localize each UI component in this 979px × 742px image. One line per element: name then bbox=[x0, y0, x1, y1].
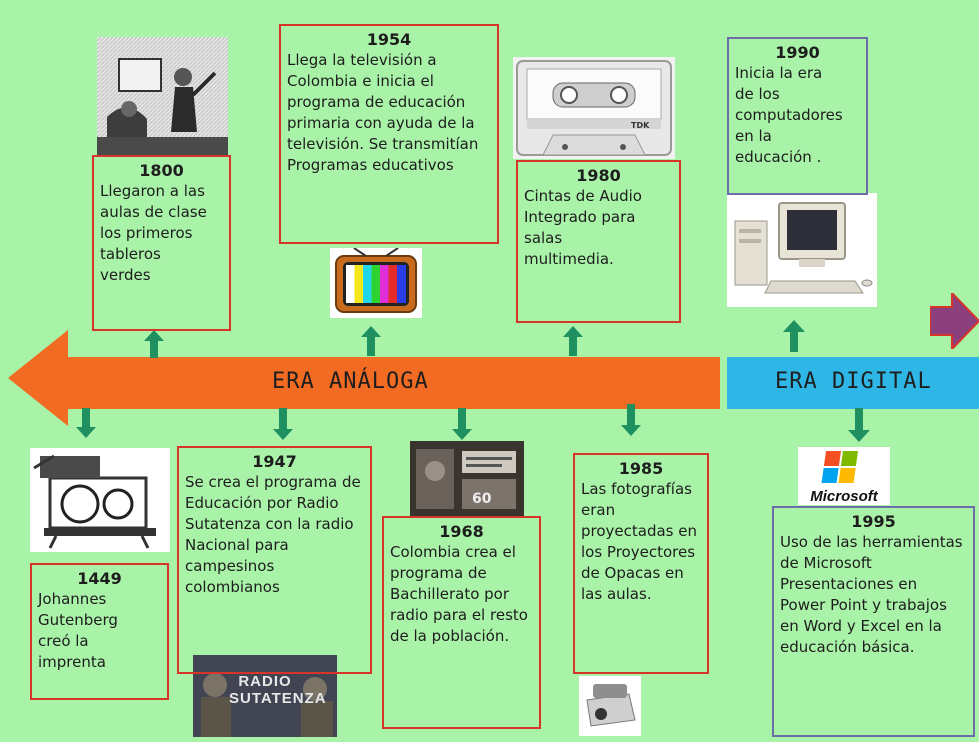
event-1980: 1980 Cintas de Audio Integrado para sala… bbox=[516, 160, 681, 323]
microsoft-logo: Microsoft bbox=[798, 447, 890, 505]
event-year: 1954 bbox=[366, 30, 412, 49]
event-text: Llegaron a las aulas de clase los primer… bbox=[100, 182, 207, 284]
event-text: Se crea el programa de Educación por Rad… bbox=[185, 473, 361, 596]
event-1985: 1985 Las fotografías eran proyectadas en… bbox=[573, 453, 709, 674]
event-1800: 1800 Llegaron a las aulas de clase los p… bbox=[92, 155, 231, 331]
radio-sutatenza-photo: RADIO SUTATENZA bbox=[193, 655, 337, 737]
printing-press-image bbox=[30, 448, 170, 552]
down-arrow-icon bbox=[621, 404, 641, 436]
microsoft-logo-text: Microsoft bbox=[810, 488, 879, 505]
down-arrow-icon bbox=[273, 408, 293, 440]
digital-era-bar bbox=[727, 357, 979, 409]
event-1995: 1995 Uso de las herramientas de Microsof… bbox=[772, 506, 975, 737]
event-1947: 1947 Se crea el programa de Educación po… bbox=[177, 446, 372, 674]
event-1954: 1954 Llega la televisión a Colombia e in… bbox=[279, 24, 499, 244]
up-arrow-icon bbox=[361, 326, 381, 356]
event-year: 1947 bbox=[252, 452, 297, 471]
up-arrow-icon bbox=[144, 330, 164, 358]
down-arrow-icon bbox=[76, 408, 96, 438]
event-text: Cintas de Audio Integrado para salas mul… bbox=[524, 187, 642, 268]
radio-broadcast-photo: 60 bbox=[410, 441, 524, 517]
digital-era-label: ERA DIGITAL bbox=[775, 369, 932, 394]
classroom-illustration bbox=[97, 37, 228, 155]
television-image bbox=[330, 248, 422, 318]
event-year: 1985 bbox=[618, 459, 664, 478]
down-arrow-icon bbox=[452, 408, 472, 440]
analog-era-label: ERA ANÁLOGA bbox=[272, 369, 429, 394]
event-year: 1800 bbox=[139, 161, 184, 180]
event-1990: 1990 Inicia la era de los computadores e… bbox=[727, 37, 868, 195]
event-text: Las fotografías eran proyectadas en los … bbox=[581, 480, 697, 603]
event-year: 1968 bbox=[439, 522, 484, 541]
up-arrow-icon bbox=[783, 320, 805, 352]
event-year: 1990 bbox=[775, 43, 820, 62]
event-text: Inicia la era de los computadores en la … bbox=[735, 64, 843, 166]
up-arrow-icon bbox=[563, 326, 583, 356]
computer-image bbox=[727, 193, 877, 307]
radio-sutatenza-caption: RADIO SUTATENZA bbox=[229, 673, 327, 707]
event-1449: 1449 Johannes Gutenberg creó la imprenta bbox=[30, 563, 169, 700]
event-year: 1449 bbox=[77, 569, 122, 588]
event-text: Johannes Gutenberg creó la imprenta bbox=[38, 590, 118, 671]
photo-number-label: 60 bbox=[472, 491, 492, 507]
event-1968: 1968 Colombia crea el programa de Bachil… bbox=[382, 516, 541, 729]
cassette-tape-image: TDK bbox=[513, 57, 675, 159]
event-text: Uso de las herramientas de Microsoft Pre… bbox=[780, 533, 963, 656]
cassette-brand-label: TDK bbox=[631, 121, 650, 130]
event-text: Colombia crea el programa de Bachillerat… bbox=[390, 543, 528, 645]
analog-era-arrow bbox=[8, 330, 720, 426]
event-year: 1980 bbox=[576, 166, 621, 185]
event-year: 1995 bbox=[851, 512, 896, 531]
opaque-projector-image bbox=[579, 676, 641, 736]
event-text: Llega la televisión a Colombia e inicia … bbox=[287, 51, 479, 174]
next-arrow-icon bbox=[930, 293, 979, 349]
down-arrow-icon bbox=[848, 408, 870, 442]
